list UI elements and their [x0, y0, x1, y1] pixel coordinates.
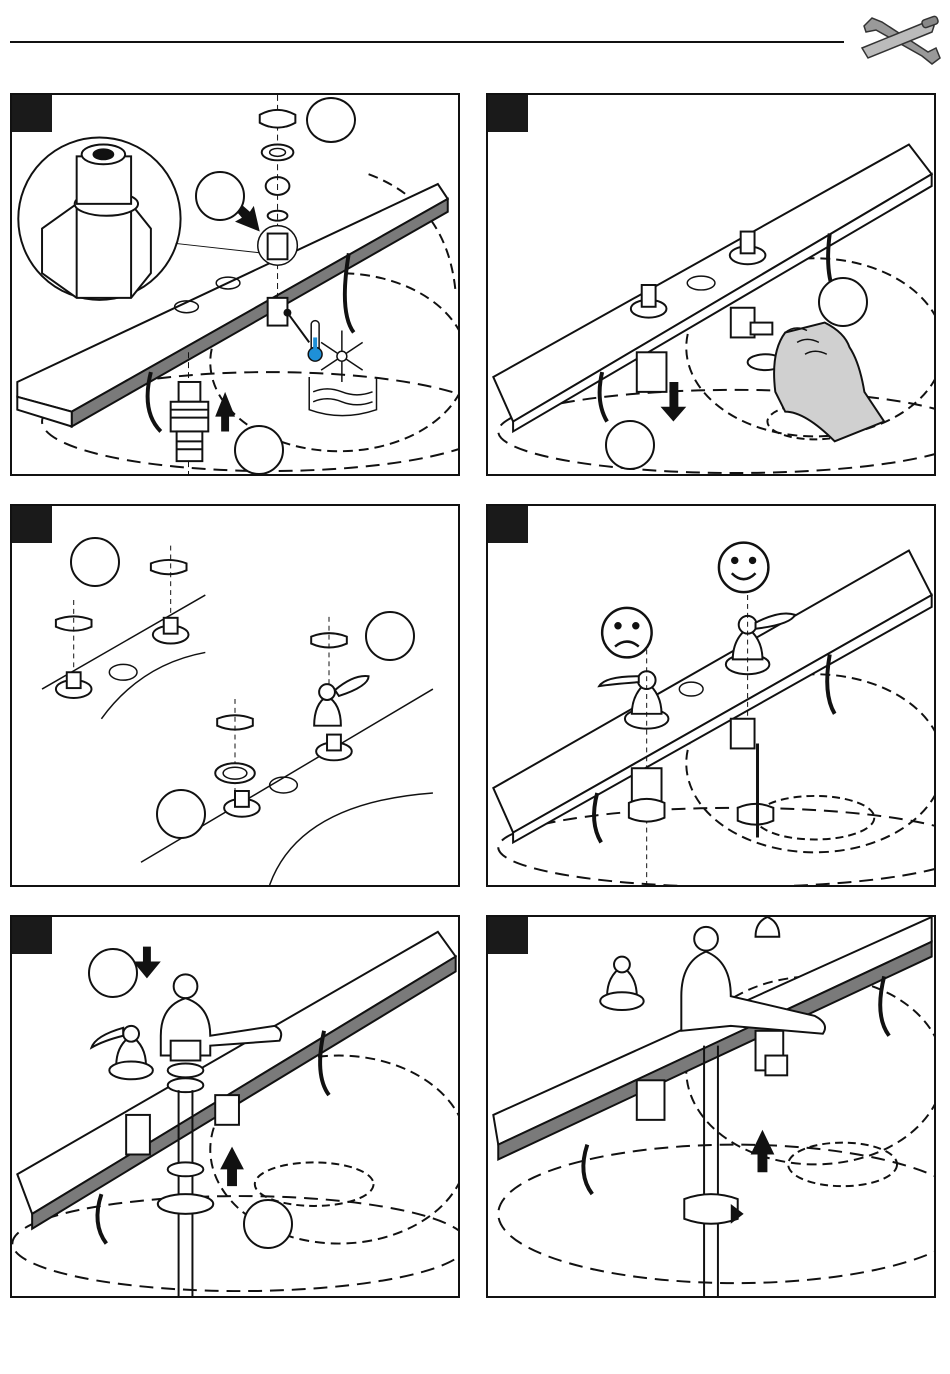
step-number-box — [12, 95, 52, 132]
panel-5 — [10, 915, 460, 1298]
header-rule — [10, 41, 844, 43]
callout-circle — [243, 1199, 293, 1249]
step-number-box — [12, 506, 52, 543]
panel-1-illustration — [12, 95, 458, 474]
callout-circle — [365, 611, 415, 661]
callout-circle — [156, 789, 206, 839]
panel-1 — [10, 93, 460, 476]
sad-face-icon — [602, 608, 651, 657]
callout-circle — [195, 171, 245, 221]
step-number-box — [12, 917, 52, 954]
rotate-arrow-icon — [629, 799, 665, 822]
callout-circle — [818, 277, 868, 327]
step-number-box — [488, 917, 528, 954]
step-number-box — [488, 95, 528, 132]
step-number-box — [488, 506, 528, 543]
callout-circle — [88, 948, 138, 998]
panel-2 — [486, 93, 936, 476]
callout-circle — [306, 97, 356, 143]
panel-4-illustration — [488, 506, 934, 885]
callout-circle — [70, 537, 120, 587]
up-arrow-icon — [751, 1130, 775, 1173]
panel-4 — [486, 504, 936, 887]
panel-6-illustration — [488, 917, 934, 1296]
up-arrow-icon — [215, 392, 235, 432]
panel-6 — [486, 915, 936, 1298]
panel-3 — [10, 504, 460, 887]
snowflake-icon — [321, 331, 363, 382]
panel-2-illustration — [488, 95, 934, 474]
happy-face-icon — [719, 543, 768, 592]
callout-circle — [234, 425, 284, 475]
panel-5-illustration — [12, 917, 458, 1296]
hand-icon — [774, 323, 884, 442]
callout-circle — [605, 420, 655, 470]
up-arrow-icon — [220, 1147, 244, 1187]
thermometer-icon — [308, 321, 322, 362]
wrench-screwdriver-icon — [856, 8, 942, 70]
